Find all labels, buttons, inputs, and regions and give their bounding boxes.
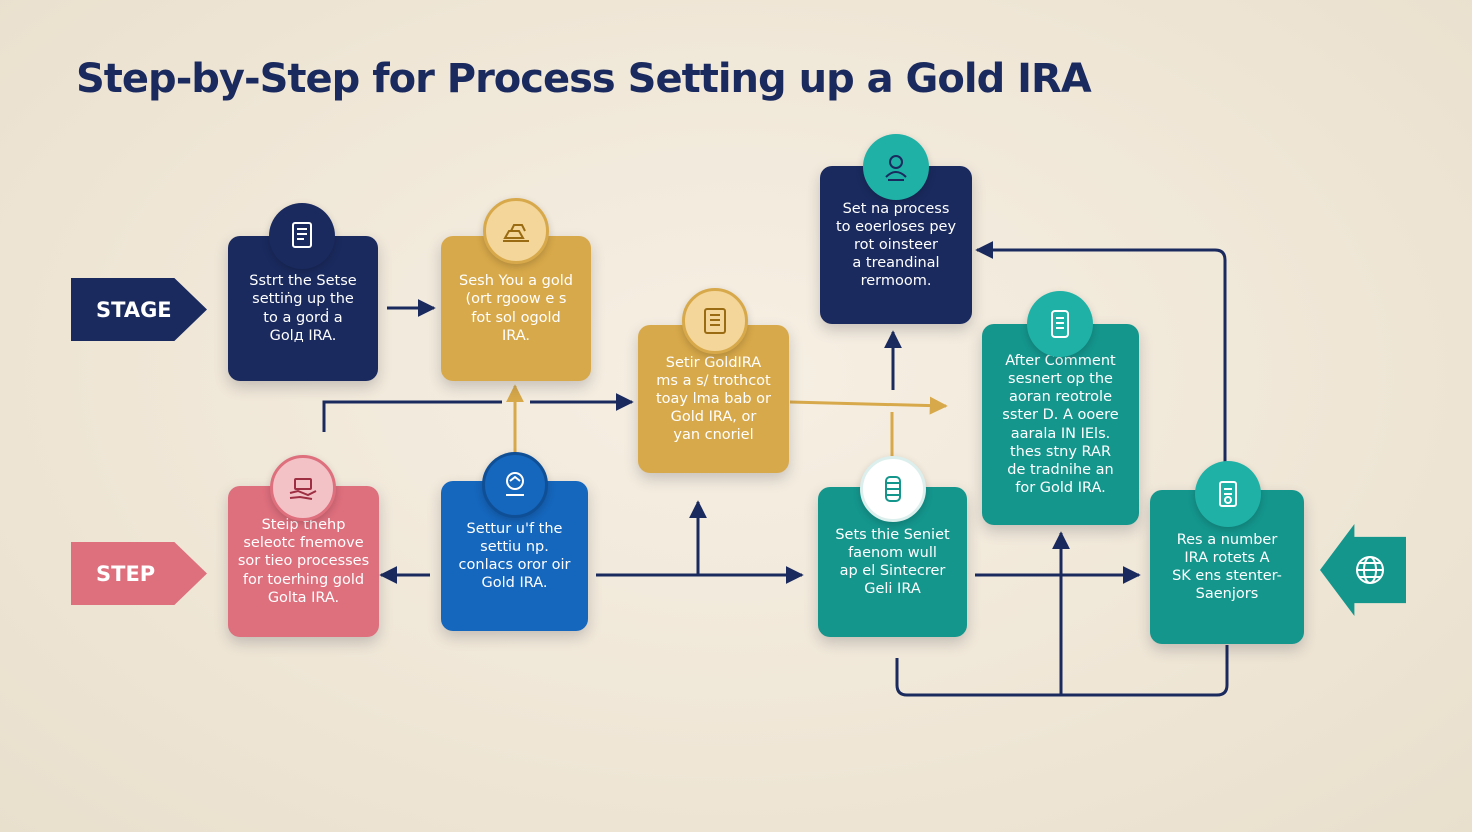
globe-icon [1356,556,1384,584]
gold-bars-icon [483,198,549,264]
stage-label: STAGE [96,297,172,322]
handshake-icon [482,452,548,518]
step-box-after-comment-text: After Comment sesnert op the aoran reotr… [1002,353,1119,496]
stage-arrow-tag: STAGE [71,278,207,341]
arrow-right-loop-to-box4 [975,241,1227,492]
certificate-icon [1195,461,1261,527]
step-box-sets-seniet-text: Sets thie Seniet faenom wull ap el Sinte… [835,526,950,598]
step-box-after-comment: After Comment sesnert op the aoran reotr… [982,324,1139,525]
step-box-start-text: Sstrt the Setse settiṅg up the to a gorḋ… [249,273,357,344]
hands-money-icon [270,455,336,521]
step-label: STEP [96,561,156,586]
step-box-choose-gold-text: Sesh You a gold (ort rgoow e s fot sol o… [459,273,573,344]
step-box-research-text: Res a number IRA rotets A SK ens stenter… [1172,531,1282,603]
document-icon [269,203,335,269]
step-box-setting-up: Settur u'f the settiu np. conlacs oror o… [441,481,588,631]
connector-gold-right [789,396,948,415]
step-box-select-processes-text: Steip thehp seleotc fnemove sor tieo pro… [237,517,370,606]
checklist-icon [1027,291,1093,357]
gold-stack-icon [860,456,926,522]
connector-top-loop [322,400,502,432]
advisor-icon [863,134,929,200]
step-box-setup-gold-ira-text: Setir GoldIRA ms a s/ trothcot toay lma … [655,354,772,444]
step-box-setting-up-text: Settur u'f the settiu np. conlacs oror o… [458,520,571,592]
page-title: Step-by-Step for Process Setting up a Go… [76,56,1092,102]
step-arrow-tag: STEP [71,542,207,605]
safe-icon [682,288,748,354]
step-box-process-text: Set na process to eoerloses pey rot oins… [835,200,957,290]
step-box-sets-seniet: Sets thie Seniet faenom wull ap el Sinte… [818,487,967,637]
